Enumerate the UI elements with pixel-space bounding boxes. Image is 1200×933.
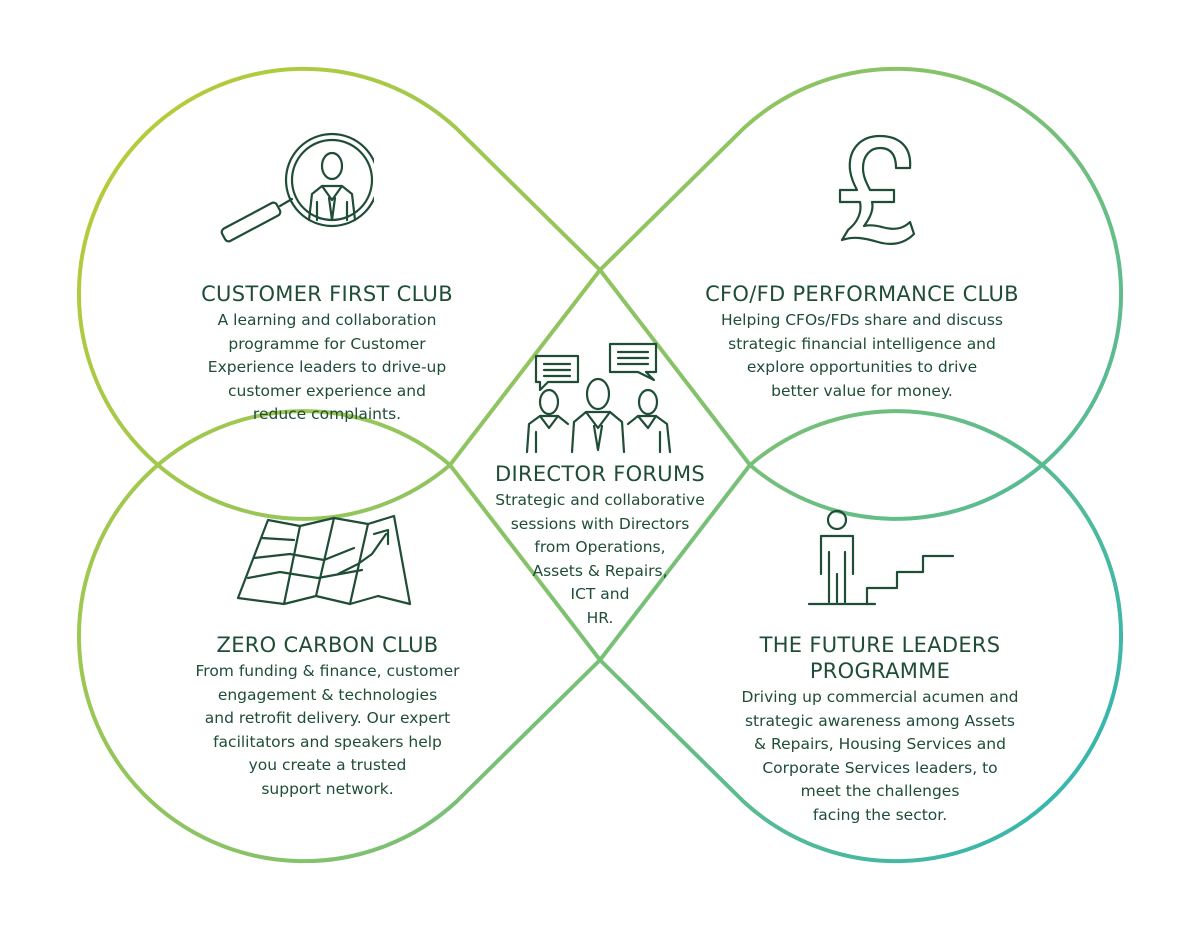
cfo-fd-title: CFO/FD PERFORMANCE CLUB	[705, 282, 1019, 306]
map-arrow-icon	[236, 514, 412, 606]
future-leaders-section: THE FUTURE LEADERS PROGRAMME Driving up …	[695, 632, 1065, 827]
director-forums-section: DIRECTOR FORUMS Strategic and collaborat…	[460, 461, 740, 630]
future-leaders-title: THE FUTURE LEADERS PROGRAMME	[759, 633, 1001, 683]
director-forums-title: DIRECTOR FORUMS	[494, 462, 706, 486]
director-forums-description: Strategic and collaborative sessions wit…	[495, 491, 705, 627]
petal-bottom-left	[76, 409, 602, 864]
petal-top-right	[598, 66, 1124, 521]
customer-first-section: CUSTOMER FIRST CLUB A learning and colla…	[157, 281, 497, 427]
customer-first-title: CUSTOMER FIRST CLUB	[201, 282, 453, 306]
cfo-fd-description: Helping CFOs/FDs share and discuss strat…	[720, 311, 1004, 400]
petal-bottom-right	[598, 409, 1124, 864]
petal-top-left	[76, 66, 602, 521]
group-discussion-icon	[525, 342, 672, 454]
zero-carbon-title: ZERO CARBON CLUB	[216, 633, 439, 657]
zero-carbon-description: From funding & finance, customer engagem…	[195, 662, 460, 798]
person-stairs-icon	[807, 509, 955, 606]
future-leaders-description: Driving up commercial acumen and strateg…	[741, 688, 1019, 824]
pound-sign-icon	[838, 134, 916, 245]
cfo-fd-section: CFO/FD PERFORMANCE CLUB Helping CFOs/FDs…	[662, 281, 1062, 403]
customer-first-description: A learning and collaboration programme f…	[207, 311, 447, 423]
zero-carbon-section: ZERO CARBON CLUB From funding & finance,…	[155, 632, 500, 801]
magnifier-person-icon	[220, 132, 374, 243]
